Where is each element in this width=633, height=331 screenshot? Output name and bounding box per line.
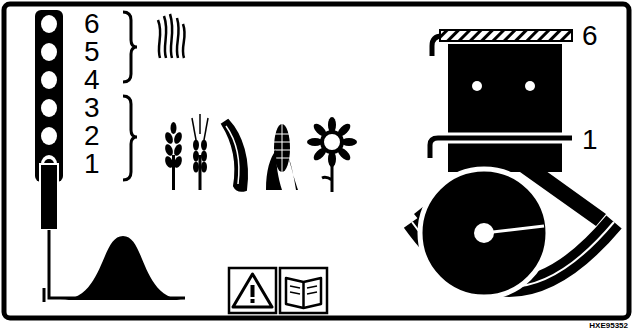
scale-number: 6 xyxy=(84,10,100,38)
manual-icon xyxy=(280,268,327,313)
corn-icon xyxy=(266,124,298,190)
grass-icon xyxy=(158,14,185,58)
pea-icon xyxy=(222,120,247,191)
warning-icon xyxy=(229,268,276,313)
scale-number: 2 xyxy=(84,122,100,150)
wheat-icon xyxy=(164,122,184,190)
bracket xyxy=(123,12,137,82)
position-number: 6 xyxy=(582,22,598,50)
sunflower-icon xyxy=(307,117,357,192)
scale-number: 1 xyxy=(84,150,100,178)
crop-curve xyxy=(60,236,186,300)
decal-border xyxy=(4,4,629,318)
position-number: 1 xyxy=(582,126,598,154)
position-scale xyxy=(35,10,185,302)
part-number: HXE95352 xyxy=(589,322,628,330)
scale-number: 4 xyxy=(84,66,100,94)
concave-illustration xyxy=(412,30,614,297)
bracket xyxy=(123,96,137,180)
scale-number: 5 xyxy=(84,38,100,66)
barley-icon xyxy=(192,114,208,190)
scale-number: 3 xyxy=(84,94,100,122)
